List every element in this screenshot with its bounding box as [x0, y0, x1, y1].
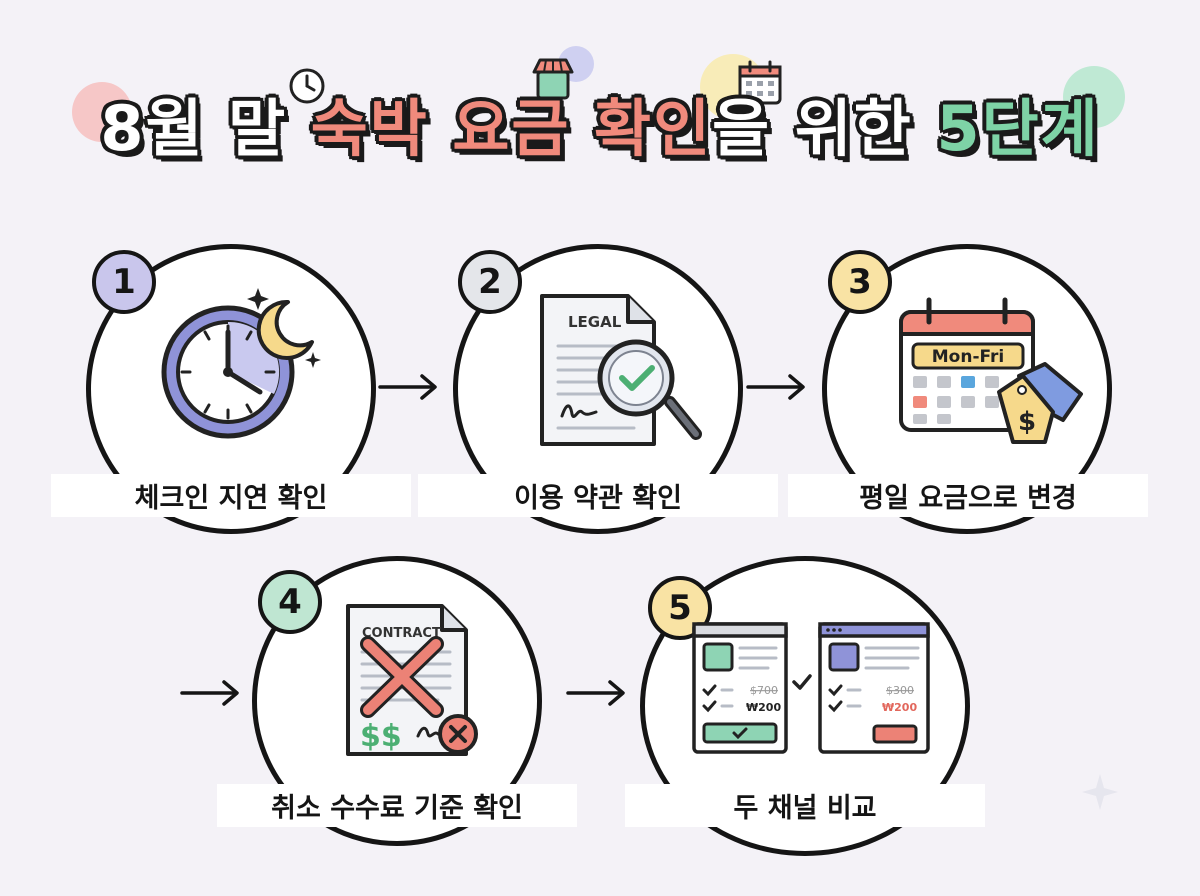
- compare-windows-icon: $700 ₩200 $300 ₩200: [692, 622, 930, 754]
- deco-pink-blob: [72, 82, 132, 142]
- legal-doc-title: LEGAL: [568, 313, 622, 331]
- arrow-right-icon: [378, 374, 437, 400]
- calendar-price-tag-icon: Mon-Fri $: [899, 297, 1083, 444]
- page-title: 8월 말 숙박 요금 확인을 위한 5단계: [0, 78, 1200, 168]
- step-4-label: 취소 수수료 기준 확인: [217, 784, 577, 827]
- price-tag-text: $: [1018, 407, 1036, 437]
- legal-document-magnifier-icon: LEGAL: [540, 294, 702, 446]
- calendar-icon: [738, 60, 782, 105]
- right-old-price: $300: [886, 684, 914, 697]
- step-2-label: 이용 약관 확인: [418, 474, 778, 517]
- contract-doc-title: CONTRACT: [362, 626, 441, 641]
- right-new-price: ₩200: [882, 701, 917, 714]
- step-4-badge: 4: [258, 570, 322, 634]
- step-5-label: 두 채널 비교: [625, 784, 985, 827]
- step-3-badge: 3: [828, 250, 892, 314]
- step-1-badge: 1: [92, 250, 156, 314]
- left-new-price: ₩200: [746, 701, 781, 714]
- title-highlight-green: 5단계: [936, 92, 1100, 165]
- step-1-label: 체크인 지연 확인: [51, 474, 411, 517]
- clock-icon: [289, 68, 325, 104]
- arrow-right-icon: [566, 680, 625, 706]
- arrow-right-icon: [746, 374, 805, 400]
- step-3-label: 평일 요금으로 변경: [788, 474, 1148, 517]
- arrow-right-icon: [180, 680, 239, 706]
- title-part-3: 을 위한: [712, 92, 937, 165]
- shop-icon: [532, 58, 574, 100]
- left-old-price: $700: [750, 684, 778, 697]
- clock-moon-icon: [161, 288, 321, 439]
- sparkle-icon: [1082, 774, 1118, 810]
- step-2-badge: 2: [458, 250, 522, 314]
- contract-cancel-icon: CONTRACT $$: [346, 604, 478, 756]
- title-highlight-red: 숙박 요금 확인: [310, 92, 713, 165]
- deco-green-blob: [1063, 66, 1125, 128]
- money-text: $$: [360, 719, 402, 754]
- title-part-1: 8월 말: [100, 92, 311, 165]
- calendar-text: Mon-Fri: [932, 347, 1005, 367]
